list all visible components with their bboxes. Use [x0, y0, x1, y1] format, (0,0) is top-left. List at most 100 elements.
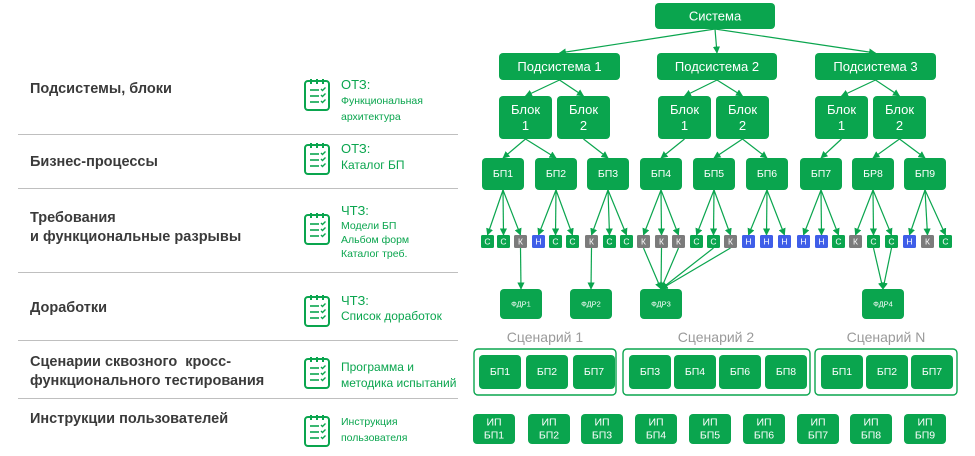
scenario-process-node-label: БП7	[584, 366, 604, 378]
block-node-label: Блок	[670, 102, 699, 117]
business-process-node-label: БП9	[915, 168, 935, 180]
business-process-node-label: БП5	[704, 168, 724, 180]
user-instruction-node-label: ИП	[541, 416, 556, 428]
system-node-label: Система	[689, 9, 742, 24]
business-process-node-label: БР8	[863, 168, 883, 180]
requirement-node-label: С	[606, 237, 612, 247]
requirement-node: С	[690, 235, 703, 248]
requirement-node-label: С	[710, 237, 716, 247]
business-process-node: БП7	[800, 158, 842, 190]
scenario-title: Сценарий 2	[678, 329, 755, 345]
requirement-node-label: Н	[906, 237, 912, 247]
scenario-process-node-label: БП6	[730, 366, 750, 378]
requirement-node-label: К	[728, 237, 733, 247]
requirement-node-label: С	[870, 237, 876, 247]
connector-arrow	[820, 189, 840, 236]
row-label-improvements: Доработки	[30, 300, 108, 316]
business-process-node: БП4	[640, 158, 682, 190]
scenario-process-node: БП7	[911, 355, 953, 389]
row-label-business-processes: Бизнес-процессы	[30, 154, 158, 170]
improvement-node-label: ФДР2	[581, 300, 601, 309]
business-process-node: БП5	[693, 158, 735, 190]
user-instruction-node-label: БП3	[592, 430, 612, 442]
scenario-group	[622, 348, 811, 396]
requirement-node: К	[637, 235, 650, 248]
connector-arrow	[712, 28, 721, 54]
user-instruction-node-label: БП2	[539, 430, 559, 442]
user-instruction-node-label: БП1	[484, 430, 504, 442]
connector-arrow	[766, 189, 786, 236]
scenario-process-node-label: БП8	[776, 366, 796, 378]
user-instruction-node-label: БП5	[700, 430, 720, 442]
requirement-node: Н	[742, 235, 755, 248]
connector-arrow	[517, 247, 525, 290]
requirement-node: К	[921, 235, 934, 248]
user-instruction-node-label: БП7	[808, 430, 828, 442]
business-process-node: БР8	[852, 158, 894, 190]
document-checklist-icon	[304, 143, 330, 175]
requirement-node-label: К	[641, 237, 646, 247]
requirement-node-label: С	[942, 237, 948, 247]
requirement-node-label: С	[552, 237, 558, 247]
requirement-node-label: Н	[535, 237, 541, 247]
requirement-node: Н	[797, 235, 810, 248]
requirement-node-label: К	[589, 237, 594, 247]
scenario-process-node: БП8	[765, 355, 807, 389]
scenario-title: Сценарий 1	[507, 329, 584, 345]
connector-arrow	[525, 138, 557, 159]
document-checklist-icon	[304, 415, 330, 447]
requirement-node-label: К	[853, 237, 858, 247]
requirement-node-label: С	[693, 237, 699, 247]
connector-arrow	[551, 189, 560, 236]
block-node-label: 1	[522, 118, 529, 133]
block-node-label: 1	[838, 118, 845, 133]
block-node-label: 2	[896, 118, 903, 133]
subsystem-node-label: Подсистема 1	[517, 59, 601, 74]
business-process-node: БП6	[746, 158, 788, 190]
connector-arrow	[820, 138, 842, 159]
connector-arrow	[558, 28, 716, 56]
connector-arrow	[660, 247, 680, 290]
scenario-process-node-label: БП4	[685, 366, 705, 378]
requirement-node-label: С	[569, 237, 575, 247]
scenario-process-node-label: БП1	[832, 366, 852, 378]
scenario-process-node: БП3	[629, 355, 671, 389]
user-instruction-node-label: БП4	[646, 430, 666, 442]
connector-arrow	[762, 189, 771, 236]
requirement-node: С	[939, 235, 952, 248]
requirement-node-label: С	[888, 237, 894, 247]
connector-arrow	[747, 189, 768, 236]
requirement-node-label: К	[676, 237, 681, 247]
user-instruction-node-label: БП6	[754, 430, 774, 442]
block-node-label: Блок	[511, 102, 540, 117]
connector-arrow	[502, 189, 522, 236]
requirement-node-label: К	[659, 237, 664, 247]
connector-arrow	[875, 79, 901, 97]
scenario-process-node: БП7	[573, 355, 615, 389]
requirement-node-label: Н	[745, 237, 751, 247]
requirement-node: К	[585, 235, 598, 248]
document-checklist-icon	[304, 295, 330, 327]
block-node-label: Блок	[827, 102, 856, 117]
requirement-node-label: Н	[800, 237, 806, 247]
requirement-node: С	[707, 235, 720, 248]
user-instruction-node-label: ИП	[486, 416, 501, 428]
scenario-process-node-label: БП2	[877, 366, 897, 378]
user-instruction-node-label: БП8	[861, 430, 881, 442]
row-label-requirements: Требования и функциональные разрывы	[30, 210, 242, 245]
requirement-node-label: С	[484, 237, 490, 247]
connector-arrow	[587, 247, 595, 290]
requirement-node-label: Н	[818, 237, 824, 247]
block-node-label: 2	[739, 118, 746, 133]
business-process-node: БП3	[587, 158, 629, 190]
doc-line: методика испытаний	[341, 376, 457, 390]
row-label-testing-scenarios: Сценарии сквозного кросс- функциональног…	[30, 354, 265, 389]
connector-arrow	[872, 138, 900, 159]
connector-arrow	[683, 79, 718, 97]
connector-arrow	[899, 138, 926, 159]
